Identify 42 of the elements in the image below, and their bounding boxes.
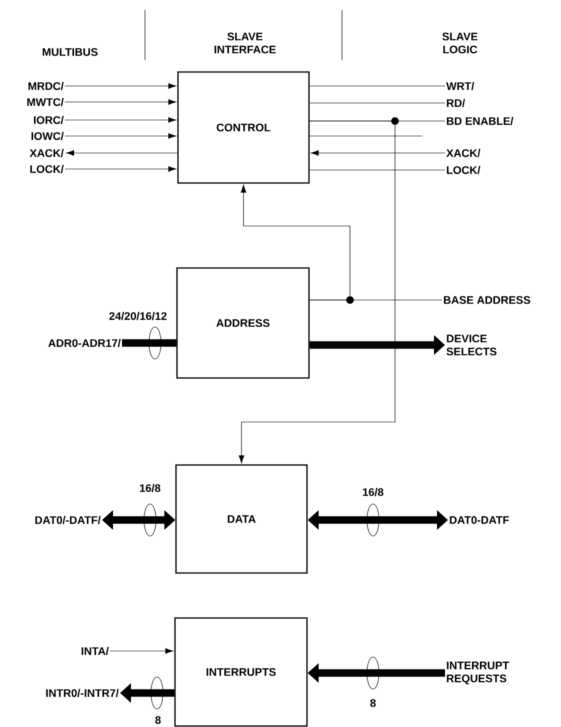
signal-label: DEVICE SELECTS xyxy=(446,334,496,356)
signal-label: BD ENABLE/ xyxy=(446,116,514,126)
column-heading: SLAVE LOGIC xyxy=(442,32,478,54)
signal-label: RD/ xyxy=(446,98,466,108)
signal-label: MWTC/ xyxy=(27,98,64,106)
signal-line xyxy=(238,120,396,464)
signal-line xyxy=(64,99,176,105)
signal-line xyxy=(110,648,174,654)
signal-label: INTERRUPT REQUESTS xyxy=(446,662,510,684)
signal-line xyxy=(64,83,176,89)
block-box: CONTROL xyxy=(177,71,310,184)
signal-line xyxy=(310,150,446,156)
bus-width-label: 16/8 xyxy=(361,486,385,498)
block-box: DATA xyxy=(175,464,308,574)
signal-label: IOWC/ xyxy=(32,132,64,140)
bus-width-label: 24/20/16/12 xyxy=(108,310,168,322)
block-box: ADDRESS xyxy=(176,267,310,379)
block-box: INTERRUPTS xyxy=(174,617,308,727)
signal-label: MRDC/ xyxy=(28,82,64,90)
signal-label: INTA/ xyxy=(82,646,109,656)
signal-line xyxy=(64,117,176,123)
bus-width-label: 16/8 xyxy=(138,482,162,494)
column-heading: MULTIBUS xyxy=(42,48,98,56)
signal-label: BASE ADDRESS xyxy=(444,296,530,304)
signal-label: IORC/ xyxy=(34,116,64,124)
signal-label: LOCK/ xyxy=(446,166,480,174)
signal-label: XACK/ xyxy=(30,148,64,158)
signal-label: DAT0-DATF xyxy=(450,516,509,524)
bus-width-label: 8 xyxy=(368,698,378,708)
signal-label: INTR0/-INTR7/ xyxy=(46,688,119,698)
signal-line xyxy=(240,184,350,300)
signal-label: WRT/ xyxy=(446,82,474,90)
signal-line xyxy=(66,150,178,156)
signal-line xyxy=(309,102,446,104)
column-heading: SLAVE INTERFACE xyxy=(214,32,276,54)
signal-label: LOCK/ xyxy=(30,164,64,174)
signal-label: DAT0/-DATF/ xyxy=(35,516,101,524)
signal-label: ADR0-ADR17/ xyxy=(48,338,121,348)
signal-label: XACK/ xyxy=(446,148,480,158)
signal-line xyxy=(64,133,176,139)
bus-width-label: 8 xyxy=(154,715,162,725)
signal-line xyxy=(64,166,176,172)
